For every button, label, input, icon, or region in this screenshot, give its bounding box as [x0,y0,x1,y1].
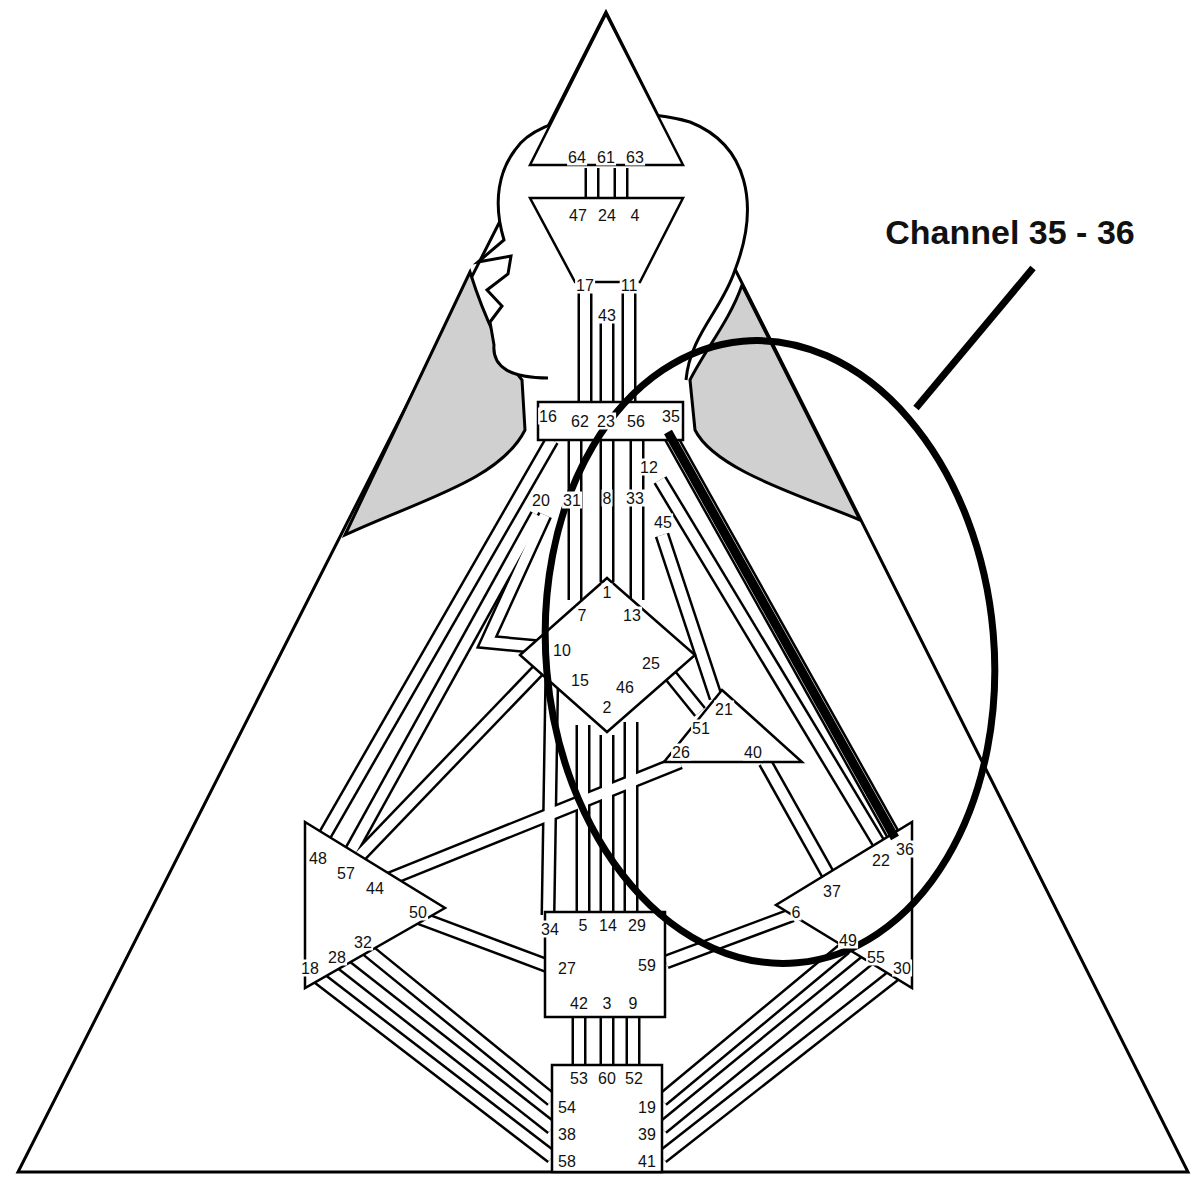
gate-number: 32 [353,934,373,951]
gate-number: 58 [557,1153,577,1170]
gate-number: 40 [743,744,763,761]
gate-number: 39 [637,1126,657,1143]
gate-number: 37 [822,883,842,900]
gate-number: 63 [625,149,645,166]
gate-number: 6 [791,904,802,921]
gate-number: 51 [691,720,711,737]
gate-number: 18 [300,960,320,977]
gate-number: 23 [596,413,616,430]
gate-number: 29 [627,917,647,934]
gate-number: 54 [557,1099,577,1116]
gate-number: 38 [557,1126,577,1143]
gate-number: 53 [569,1070,589,1087]
callout-label: Channel 35 - 36 [883,213,1136,251]
gate-number: 60 [597,1070,617,1087]
gate-number: 26 [671,744,691,761]
gate-number: 7 [577,607,588,624]
gate-number: 48 [308,850,328,867]
gate-number: 3 [602,995,613,1012]
gate-number: 41 [637,1153,657,1170]
gate-number: 61 [596,149,616,166]
gate-number: 21 [714,701,734,718]
gate-number: 62 [570,413,590,430]
gate-number: 31 [562,492,582,509]
gate-number: 15 [570,672,590,689]
gate-number: 59 [637,957,657,974]
gate-number: 17 [575,277,595,294]
gate-number: 20 [531,492,551,509]
gate-number: 36 [895,841,915,858]
gate-number: 45 [653,514,673,531]
gate-number: 56 [626,413,646,430]
gate-number: 4 [630,207,641,224]
gate-number: 64 [567,149,587,166]
gate-number: 52 [624,1070,644,1087]
gate-number: 14 [598,917,618,934]
gate-number: 8 [602,490,613,507]
gate-number: 13 [622,607,642,624]
gate-number: 50 [408,904,428,921]
gate-number: 57 [336,865,356,882]
gate-number: 43 [597,307,617,324]
gate-number: 35 [661,408,681,425]
gate-number: 34 [540,921,560,938]
gate-number: 33 [625,490,645,507]
gate-number: 30 [892,960,912,977]
gate-number: 49 [838,932,858,949]
gate-number: 5 [578,917,589,934]
gate-number: 47 [568,207,588,224]
gate-number: 46 [615,679,635,696]
gate-number: 10 [552,642,572,659]
gate-number: 12 [639,459,659,476]
gate-number: 24 [597,207,617,224]
gate-number: 28 [327,949,347,966]
gate-number: 27 [557,960,577,977]
gate-number: 9 [628,995,639,1012]
gate-number: 1 [602,584,613,601]
gate-number: 22 [871,852,891,869]
gate-number: 16 [538,408,558,425]
gate-number: 11 [620,277,639,294]
gate-number: 55 [866,949,886,966]
gate-number: 44 [365,880,385,897]
gate-number: 42 [569,995,589,1012]
gate-number: 2 [602,699,613,716]
gate-number: 19 [637,1099,657,1116]
gate-number: 25 [641,655,661,672]
